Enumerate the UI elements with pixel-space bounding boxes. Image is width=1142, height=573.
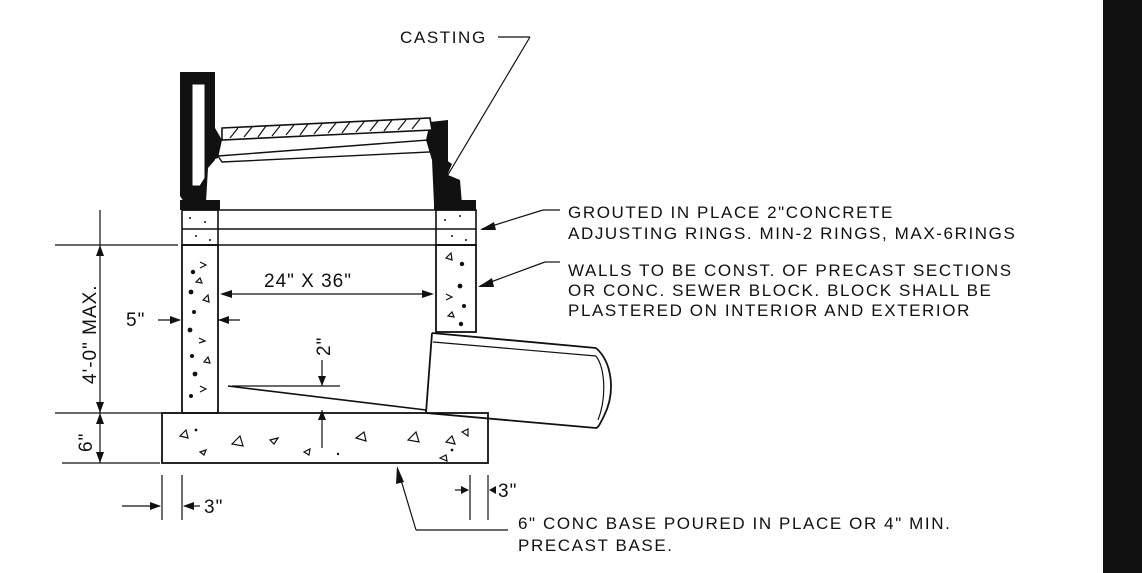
outlet-pipe: [425, 332, 612, 429]
slope-drop-dimension: 2": [314, 337, 335, 356]
left-wall: [181, 244, 219, 414]
rings-note-line1: GROUTED IN PLACE 2"CONCRETE: [568, 203, 894, 222]
wall-height-dimension: 4'-0" MAX.: [80, 284, 101, 384]
invert-slope-line: [227, 385, 427, 411]
dimension-lines: [55, 210, 496, 520]
casting-label: CASTING: [400, 28, 487, 47]
adjusting-rings: [181, 209, 477, 246]
concrete-base: [161, 412, 489, 464]
wall-thickness-dimension: 5": [126, 310, 145, 331]
opening-dimension: 24" X 36": [264, 271, 352, 292]
walls-note-line3: PLASTERED ON INTERIOR AND EXTERIOR: [568, 301, 971, 320]
leader-lines: [396, 36, 560, 531]
base-left-extension-dimension: 3": [204, 497, 223, 518]
drawing-border: [1103, 0, 1142, 573]
rings-note-line2: ADJUSTING RINGS. MIN-2 RINGS, MAX-6RINGS: [568, 224, 1016, 243]
base-note-line2: PRECAST BASE.: [518, 536, 674, 555]
base-right-extension-dimension: 3": [498, 481, 517, 502]
walls-note-line2: OR CONC. SEWER BLOCK. BLOCK SHALL BE: [568, 281, 992, 300]
walls-note-line1: WALLS TO BE CONST. OF PRECAST SECTIONS: [568, 261, 1013, 280]
casting: [180, 72, 476, 210]
base-thickness-dimension: 6": [76, 433, 97, 452]
base-note-line1: 6" CONC BASE POURED IN PLACE OR 4" MIN.: [518, 514, 951, 533]
